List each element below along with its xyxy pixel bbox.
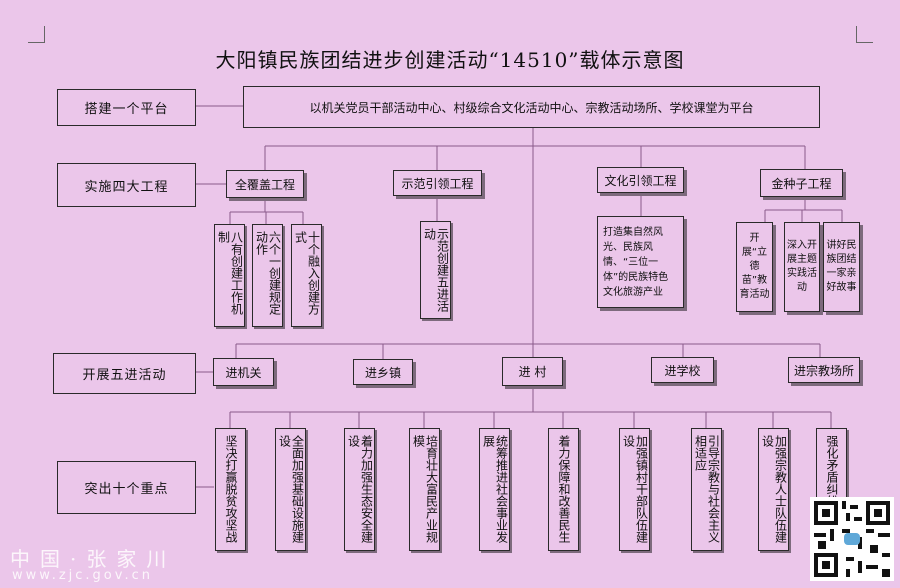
activity-into-villages: 进 村 [502,357,563,386]
row-label-focus: 突出十个重点 [57,461,196,514]
project-culture-item: 打造集自然风光、民族风情、“三位一体”的民族特色文化旅游产业 [597,216,684,308]
focus-item-text: 加强宗教人士队伍建设 [760,435,788,543]
activity-into-schools: 进学校 [651,357,714,383]
focus-item: 着力保障和改善民生 [548,428,579,551]
focus-item-text: 坚决打赢脱贫攻坚战 [224,435,238,543]
focus-item-text: 全面加强基础设施建设 [277,435,305,543]
focus-item-text: 着力加强生态安全建设 [346,435,374,543]
project-sub-text: 打造集自然风光、民族风情、“三位一体”的民族特色文化旅游产业 [603,226,669,298]
row-label-projects: 实施四大工程 [57,163,196,207]
project-sub-text: 深入开展主题实践活动 [787,240,817,293]
project-sub-text: 六个一创建规定动作 [254,231,282,315]
focus-item: 强化矛盾纠纷 [816,428,847,508]
project-full-coverage-item: 六个一创建规定动作 [252,224,283,327]
focus-item: 培育壮大富民产业规模 [409,428,440,551]
project-golden-seed-item: 讲好民族团结一家亲好故事 [823,222,860,312]
focus-item-text: 强化矛盾纠纷 [825,435,839,507]
site-watermark: 中国·张家川 [10,547,177,571]
project-sub-text: 讲好民族团结一家亲好故事 [826,240,857,293]
focus-item: 加强宗教人士队伍建设 [758,428,789,551]
qr-code-graphic [814,501,890,577]
project-sub-text: 十个融入创建方式 [293,231,321,315]
qr-code-icon [810,497,894,581]
project-golden-seed: 金种子工程 [760,169,843,197]
project-demonstration-item: 示范创建五进活动 [420,221,451,319]
site-watermark-url: www.zjc.gov.cn [12,568,153,583]
row-label-activities: 开展五进活动 [53,353,196,394]
project-full-coverage-item: 八有创建工作机制 [214,224,245,327]
project-sub-text: 开展“立德苗”教育活动 [739,233,770,300]
focus-item: 引导宗教与社会主义相适应 [691,428,722,551]
focus-item-text: 统筹推进社会事业发展 [481,435,509,543]
focus-item: 加强镇村干部队伍建设 [619,428,650,551]
project-golden-seed-item: 深入开展主题实践活动 [784,222,820,312]
focus-item-text: 加强镇村干部队伍建设 [621,435,649,543]
project-sub-text: 示范创建五进活动 [422,228,450,312]
project-demonstration: 示范引领工程 [393,170,482,196]
focus-item-text: 培育壮大富民产业规模 [411,435,439,543]
project-sub-text: 八有创建工作机制 [216,231,244,315]
platform-box: 以机关党员干部活动中心、村级综合文化活动中心、宗教活动场所、学校课堂为平台 [243,86,820,128]
focus-item: 统筹推进社会事业发展 [479,428,510,551]
project-golden-seed-item: 开展“立德苗”教育活动 [736,222,773,312]
focus-item: 着力加强生态安全建设 [344,428,375,551]
focus-item-text: 着力保障和改善民生 [557,435,571,543]
diagram-title: 大阳镇民族团结进步创建活动“14510”载体示意图 [215,48,685,72]
activity-into-towns: 进乡镇 [353,359,413,385]
focus-item-text: 引导宗教与社会主义相适应 [693,435,721,543]
crop-mark-top-left [28,26,45,43]
activity-into-agencies: 进机关 [213,358,274,386]
project-culture: 文化引领工程 [597,167,684,193]
row-label-platform: 搭建一个平台 [57,89,196,126]
project-full-coverage: 全覆盖工程 [226,170,304,198]
focus-item: 坚决打赢脱贫攻坚战 [215,428,246,551]
focus-item: 全面加强基础设施建设 [275,428,306,551]
crop-mark-top-right [856,26,873,43]
project-full-coverage-item: 十个融入创建方式 [291,224,322,327]
activity-into-religious-sites: 进宗教场所 [788,357,860,383]
